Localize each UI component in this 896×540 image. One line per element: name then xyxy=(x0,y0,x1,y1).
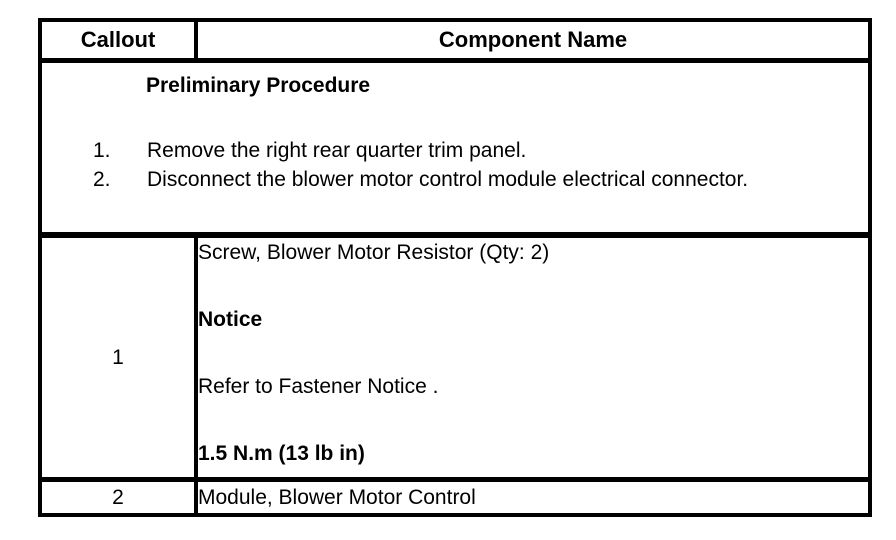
list-item: 1. Remove the right rear quarter trim pa… xyxy=(42,136,868,165)
callout-number-cell: 1 xyxy=(38,233,198,482)
table-header-row: Callout Component Name xyxy=(38,18,872,63)
callout-number-cell: 2 xyxy=(38,477,198,517)
preliminary-procedure-cell: Preliminary Procedure 1. Remove the righ… xyxy=(38,58,872,238)
preliminary-procedure-title: Preliminary Procedure xyxy=(146,74,371,97)
component-name-text: Screw, Blower Motor Resistor (Qty: 2) xyxy=(198,241,550,264)
step-number: 2. xyxy=(93,168,111,191)
notice-label: Notice xyxy=(198,308,263,331)
step-text: Remove the right rear quarter trim panel… xyxy=(147,139,527,162)
table-row: 1 Screw, Blower Motor Resistor (Qty: 2) … xyxy=(38,233,872,482)
component-name-column-header: Component Name xyxy=(194,18,872,63)
torque-spec-text: 1.5 N.m (13 lb in) xyxy=(198,442,365,465)
step-number: 1. xyxy=(93,139,111,162)
component-table: Callout Component Name Preliminary Proce… xyxy=(38,18,872,517)
preliminary-procedure-row: Preliminary Procedure 1. Remove the righ… xyxy=(38,58,872,238)
table-row: 2 Module, Blower Motor Control xyxy=(38,477,872,517)
callout-column-header: Callout xyxy=(38,18,198,63)
step-text: Disconnect the blower motor control modu… xyxy=(147,168,749,191)
component-name-text: Module, Blower Motor Control xyxy=(194,477,872,517)
list-item: 2. Disconnect the blower motor control m… xyxy=(42,165,868,194)
component-description-cell: Screw, Blower Motor Resistor (Qty: 2) No… xyxy=(194,233,872,482)
fastener-notice-text: Refer to Fastener Notice . xyxy=(198,375,439,398)
